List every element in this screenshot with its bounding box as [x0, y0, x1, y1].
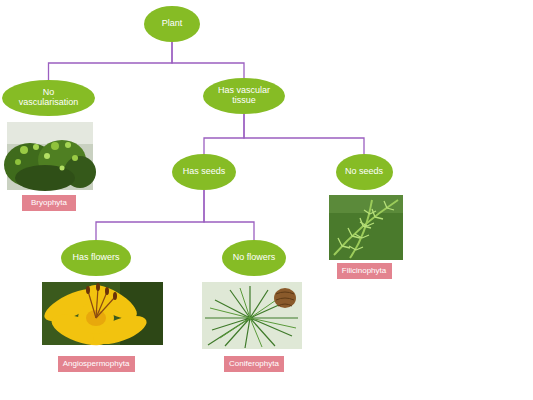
- ellipse-fill: [222, 240, 286, 276]
- ellipse-fill: [203, 78, 285, 114]
- tree-connector: [96, 190, 204, 240]
- node-text: Angiospermophyta: [63, 360, 130, 369]
- tree-connector: [172, 42, 244, 78]
- tree-connector: [204, 190, 254, 240]
- tree-connector: [204, 114, 244, 154]
- group-label: Coniferophyta: [224, 356, 284, 372]
- decision-ellipse: Has seeds: [172, 154, 236, 190]
- ellipse-fill: [144, 6, 200, 42]
- decision-ellipse: No flowers: [222, 240, 286, 276]
- decision-ellipse: Plant: [144, 6, 200, 42]
- node-text: No flowers: [233, 253, 276, 263]
- tree-connector: [49, 42, 173, 80]
- decision-ellipse: No seeds: [336, 154, 393, 190]
- ellipse-fill: [172, 154, 236, 190]
- decision-ellipse: Has vascular tissue: [203, 78, 285, 114]
- group-label: Bryophyta: [22, 195, 76, 211]
- group-label: Filicinophyta: [337, 263, 392, 279]
- pine-photo: [202, 282, 302, 349]
- fern-photo: [329, 195, 403, 260]
- decision-ellipse: No vascularisation: [2, 80, 95, 116]
- ellipse-fill: [336, 154, 393, 190]
- node-text: Has flowers: [72, 253, 119, 263]
- node-text: Coniferophyta: [229, 360, 279, 369]
- lily-photo: [40, 278, 163, 351]
- node-text: Has seeds: [183, 167, 226, 177]
- node-text: Filicinophyta: [342, 267, 386, 276]
- decision-ellipse: Has flowers: [61, 240, 131, 276]
- tree-connector: [244, 114, 364, 154]
- node-text: No seeds: [345, 167, 383, 177]
- group-label: Angiospermophyta: [58, 356, 135, 372]
- moss-photo: [4, 122, 96, 191]
- node-text: Bryophyta: [31, 199, 67, 208]
- ellipse-fill: [2, 80, 95, 116]
- ellipse-fill: [61, 240, 131, 276]
- node-text: Plant: [162, 19, 183, 29]
- node-text: No vascularisation: [17, 88, 81, 108]
- node-text: Has vascular tissue: [216, 86, 272, 106]
